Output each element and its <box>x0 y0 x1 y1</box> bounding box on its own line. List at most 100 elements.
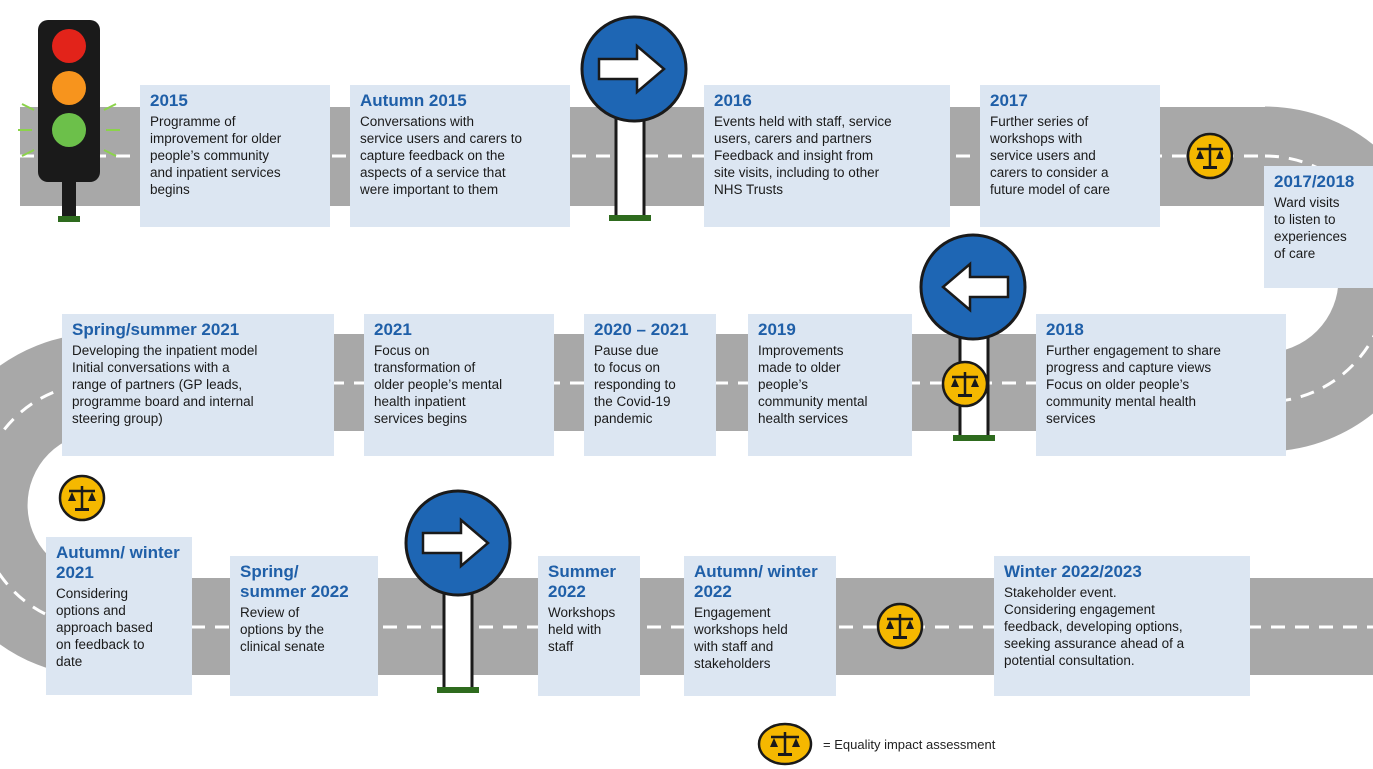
milestone-title: 2017 <box>990 91 1028 110</box>
milestone-text: programme board and internal <box>72 394 254 409</box>
right-arrow-sign-icon <box>580 15 688 221</box>
milestone-text: Considering <box>56 586 129 601</box>
milestone-title: 2015 <box>150 91 188 110</box>
milestone-text: begins <box>150 182 190 197</box>
milestone-text: to focus on <box>594 360 661 375</box>
milestone-text: older people’s mental <box>374 377 503 392</box>
milestone-text: pandemic <box>594 411 653 426</box>
milestone-autumn-winter-2022: Autumn/ winter 2022 Engagement workshops… <box>684 556 836 696</box>
milestone-text: Further series of <box>990 114 1089 129</box>
milestone-title: Spring/ summer 2022 <box>240 562 349 601</box>
milestone-text: Conversations with <box>360 114 475 129</box>
equality-impact-assessment-icon <box>941 360 989 408</box>
milestone-2015: 2015 Programme of improvement for older … <box>140 85 330 227</box>
milestone-text: people’s community <box>150 148 270 163</box>
milestone-text: feedback, developing options, <box>1004 619 1183 634</box>
milestone-title: 2018 <box>1046 320 1084 339</box>
milestone-text: steering group) <box>72 411 163 426</box>
milestone-text: workshops held <box>694 622 788 637</box>
milestone-spring-summer-2022: Spring/ summer 2022 Review of options by… <box>230 556 378 696</box>
milestone-text: Programme of <box>150 114 236 129</box>
milestone-text: Developing the inpatient model <box>72 343 258 358</box>
milestone-text: options by the <box>240 622 325 637</box>
milestone-text: community mental <box>758 394 868 409</box>
milestone-text: Stakeholder event. <box>1004 585 1117 600</box>
milestone-text: people’s <box>758 377 809 392</box>
milestone-text: were important to them <box>360 182 499 197</box>
milestone-2018: 2018 Further engagement to share progres… <box>1036 314 1286 456</box>
milestone-text: potential consultation. <box>1004 653 1135 668</box>
milestone-text: Considering engagement <box>1004 602 1155 617</box>
milestone-2017-2018: 2017/2018 Ward visits to listen to exper… <box>1264 166 1373 288</box>
milestone-text: Initial conversations with a <box>72 360 230 375</box>
milestone-text: service users and <box>990 148 1096 163</box>
milestone-title: Spring/summer 2021 <box>72 320 240 339</box>
milestone-text: aspects of a service that <box>360 165 506 180</box>
milestone-text: future model of care <box>990 182 1111 197</box>
milestone-text: transformation of <box>374 360 476 375</box>
milestone-text: stakeholders <box>694 656 771 671</box>
milestone-title: 2020 – 2021 <box>594 320 689 339</box>
milestone-text: approach based <box>56 620 153 635</box>
milestone-text: Focus on older people’s <box>1046 377 1190 392</box>
milestone-text: improvement for older <box>150 131 282 146</box>
milestone-text: of care <box>1274 246 1316 261</box>
equality-impact-assessment-icon <box>58 474 106 522</box>
milestone-text: staff <box>548 639 574 654</box>
milestone-text: to listen to <box>1274 212 1336 227</box>
milestone-text: options and <box>56 603 126 618</box>
milestone-text: seeking assurance ahead of a <box>1004 636 1185 651</box>
milestone-text: Feedback and insight from <box>714 148 874 163</box>
milestone-text: the Covid-19 <box>594 394 671 409</box>
milestone-text: services begins <box>374 411 468 426</box>
milestone-text: date <box>56 654 83 669</box>
milestone-text: Focus on <box>374 343 430 358</box>
milestone-text: users, carers and partners <box>714 131 872 146</box>
milestone-text: health inpatient <box>374 394 466 409</box>
milestone-autumn-winter-2021: Autumn/ winter 2021 Considering options … <box>46 537 192 695</box>
milestone-text: range of partners (GP leads, <box>72 377 243 392</box>
milestone-text: capture feedback on the <box>360 148 505 163</box>
milestone-title: 2017/2018 <box>1274 172 1355 191</box>
milestone-text: Improvements <box>758 343 844 358</box>
milestone-text: carers to consider a <box>990 165 1109 180</box>
milestone-text: services <box>1046 411 1096 426</box>
equality-impact-assessment-icon <box>1186 132 1234 180</box>
milestone-title: Winter 2022/2023 <box>1004 562 1142 581</box>
milestone-text: made to older <box>758 360 841 375</box>
milestone-text: held with <box>548 622 602 637</box>
milestone-summer-2022: Summer 2022 Workshops held with staff <box>538 556 640 696</box>
milestone-text: Further engagement to share <box>1046 343 1221 358</box>
milestone-title: 2021 <box>374 320 412 339</box>
milestone-text: Pause due <box>594 343 659 358</box>
milestone-title: Summer 2022 <box>548 562 617 601</box>
milestone-text: Review of <box>240 605 300 620</box>
milestone-text: Ward visits <box>1274 195 1340 210</box>
milestone-2019: 2019 Improvements made to older people’s… <box>748 314 912 456</box>
milestone-title: 2016 <box>714 91 752 110</box>
road-curve-left-line <box>0 381 101 629</box>
legend-label: = Equality impact assessment <box>823 737 996 752</box>
right-arrow-sign-icon <box>404 489 512 693</box>
milestone-text: experiences <box>1274 229 1347 244</box>
milestone-autumn-2015: Autumn 2015 Conversations with service u… <box>350 85 570 227</box>
milestone-text: NHS Trusts <box>714 182 784 197</box>
milestone-spring-summer-2021: Spring/summer 2021 Developing the inpati… <box>62 314 334 456</box>
milestone-text: on feedback to <box>56 637 145 652</box>
milestone-text: site visits, including to other <box>714 165 880 180</box>
milestone-text: responding to <box>594 377 676 392</box>
milestone-text: clinical senate <box>240 639 325 654</box>
equality-impact-assessment-icon <box>757 722 813 766</box>
milestone-title: Autumn/ winter 2022 <box>694 562 818 601</box>
milestone-2021: 2021 Focus on transformation of older pe… <box>364 314 554 456</box>
milestone-text: and inpatient services <box>150 165 281 180</box>
milestone-title: Autumn/ winter 2021 <box>56 543 180 582</box>
equality-impact-assessment-icon <box>876 602 924 650</box>
milestone-text: with staff and <box>694 639 774 654</box>
milestone-winter-2022-2023: Winter 2022/2023 Stakeholder event. Cons… <box>994 556 1250 696</box>
milestone-text: health services <box>758 411 849 426</box>
milestone-text: Workshops <box>548 605 616 620</box>
milestone-text: community mental health <box>1046 394 1197 409</box>
milestone-title: Autumn 2015 <box>360 91 467 110</box>
